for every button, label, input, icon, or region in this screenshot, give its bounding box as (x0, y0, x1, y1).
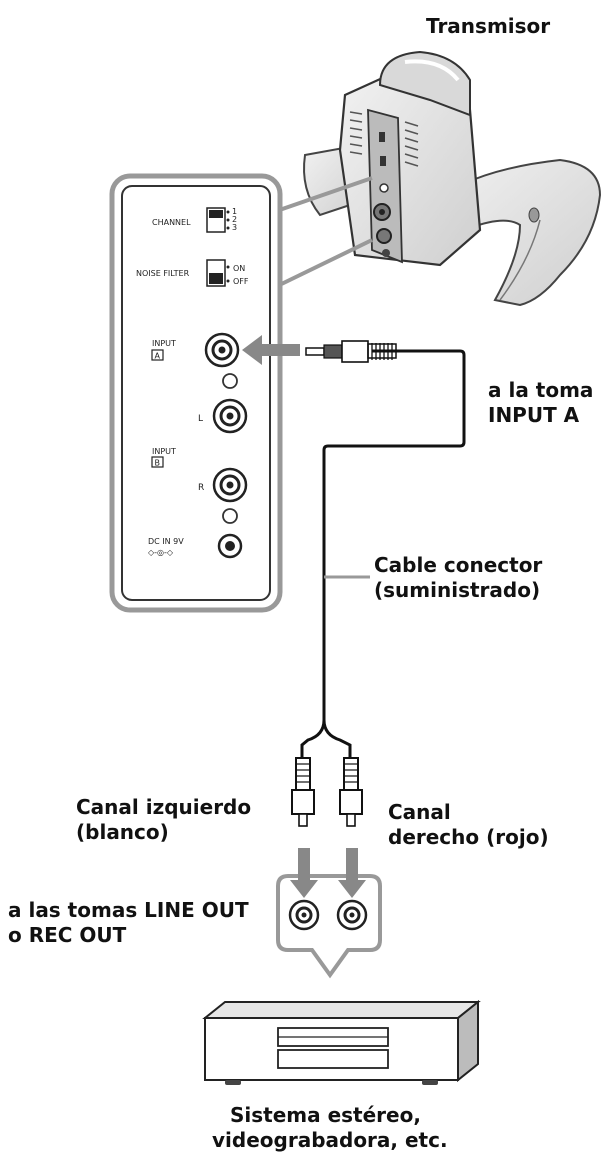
jack-l-label: L (198, 414, 203, 424)
stereo-label-line2: videograbadora, etc. (212, 1128, 448, 1152)
rca-plug-right (339, 757, 363, 827)
output-jacks-box (276, 874, 382, 979)
line-out-label-line1: a las tomas LINE OUT (8, 898, 249, 922)
cable-label-line2: (suministrado) (374, 578, 541, 602)
svg-text:◇-◎-◇: ◇-◎-◇ (148, 548, 174, 557)
svg-text:1: 1 (232, 207, 237, 216)
left-channel-label-line1: Canal izquierdo (76, 795, 252, 819)
jack-r-label: R (198, 483, 204, 493)
zoom-callout (264, 176, 373, 294)
stereo-label-line1: Sistema estéreo, (230, 1103, 421, 1127)
transmitter-label: Transmisor (426, 14, 551, 38)
transmitter-illustration (303, 50, 602, 307)
svg-text:OFF: OFF (233, 277, 249, 286)
svg-text:B: B (155, 459, 161, 468)
left-channel-label-line2: (blanco) (76, 820, 169, 844)
svg-text:2: 2 (232, 215, 237, 224)
connecting-cable (300, 340, 466, 760)
input-b-label: INPUT (152, 447, 176, 456)
channel-label: CHANNEL (152, 218, 191, 227)
right-channel-label-line1: Canal (388, 800, 451, 824)
right-channel-label-line2: derecho (rojo) (388, 825, 549, 849)
to-input-a-label-line1: a la toma (488, 378, 594, 402)
cable-label-line1: Cable conector (374, 553, 543, 577)
insert-arrows-rca (290, 848, 366, 898)
svg-text:3: 3 (232, 223, 237, 232)
dc-in-label: DC IN 9V (148, 537, 184, 546)
noise-filter-label: NOISE FILTER (136, 269, 190, 278)
insert-arrow-input-a (242, 335, 300, 365)
svg-text:ON: ON (233, 264, 245, 273)
stereo-system-illustration (202, 999, 481, 1085)
rca-plug-left (291, 757, 315, 827)
rear-panel: CHANNEL 1 2 3 NOISE FILTER ON OFF INPUT … (109, 173, 283, 613)
to-input-a-label-line2: INPUT A (488, 403, 580, 427)
input-a-label: INPUT (152, 339, 176, 348)
svg-text:A: A (155, 352, 161, 361)
line-out-label-line2: o REC OUT (8, 923, 127, 947)
